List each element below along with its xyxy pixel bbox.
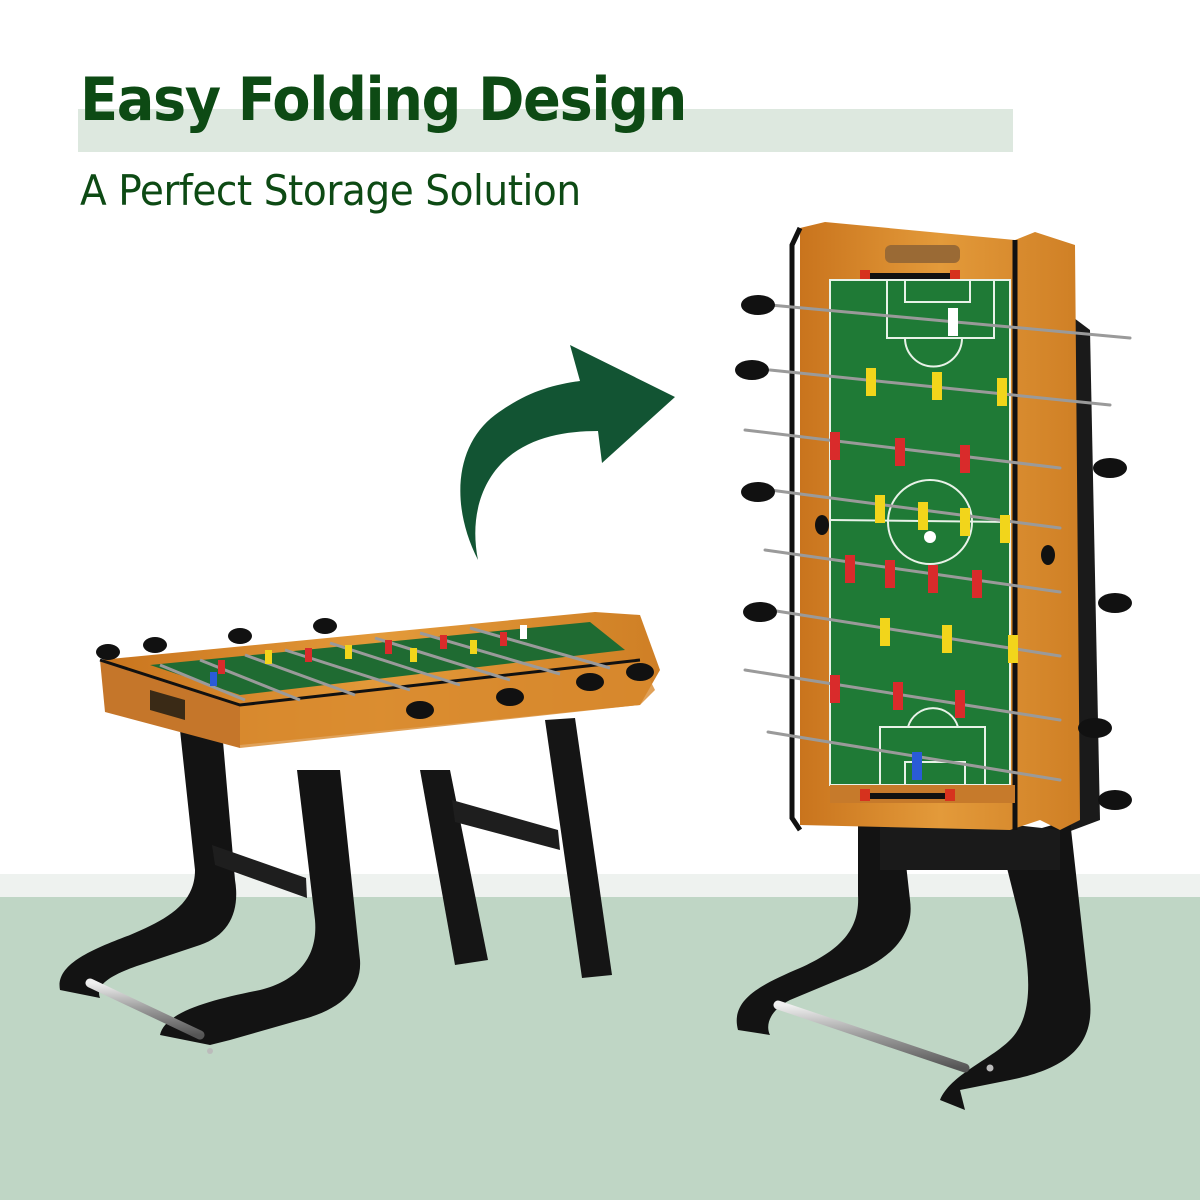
foosball-table-open-icon	[59, 612, 660, 1054]
curved-arrow-right-icon	[460, 345, 675, 560]
page-subtitle: A Perfect Storage Solution	[80, 166, 581, 215]
title-highlight-bar	[78, 109, 1013, 152]
foosball-table-folded-upright-icon	[735, 222, 1132, 1110]
page-title: Easy Folding Design	[80, 65, 687, 135]
